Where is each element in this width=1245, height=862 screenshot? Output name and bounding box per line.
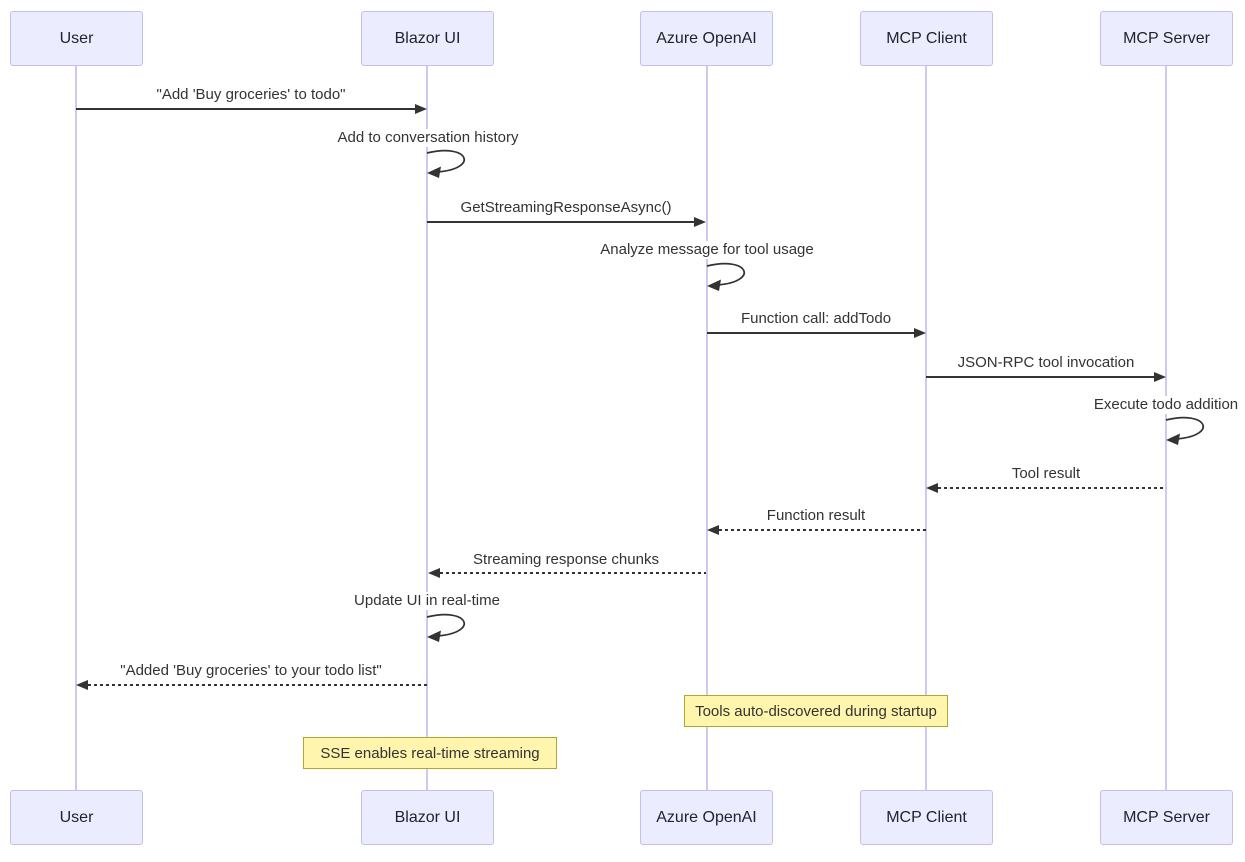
- lifeline-mcp-server: [1165, 66, 1167, 790]
- arrowhead-right-icon: [694, 217, 706, 227]
- actor-label: Azure OpenAI: [656, 29, 757, 47]
- self-loop-arrow-icon: [426, 613, 465, 642]
- message-label-execute-todo: Execute todo addition: [1091, 396, 1241, 414]
- message-line: [719, 529, 926, 531]
- actor-top-user: User: [10, 11, 143, 66]
- message-line: [440, 572, 706, 574]
- arrowhead-left-icon: [926, 483, 938, 493]
- actor-label: MCP Client: [886, 29, 967, 47]
- lifeline-azure-openai: [706, 66, 708, 790]
- actor-bottom-azure-openai: Azure OpenAI: [640, 790, 773, 845]
- arrowhead-left-icon: [428, 568, 440, 578]
- note-sse-streaming: SSE enables real-time streaming: [303, 737, 557, 769]
- message-label-add-history: Add to conversation history: [335, 129, 521, 147]
- message-label-update-ui: Update UI in real-time: [352, 592, 502, 610]
- arrowhead-right-icon: [415, 104, 427, 114]
- message-line: [427, 221, 696, 223]
- arrowhead-right-icon: [1154, 372, 1166, 382]
- arrowhead-left-icon: [76, 680, 88, 690]
- message-label-tool-result: Tool result: [1009, 465, 1083, 483]
- lifeline-blazor-ui: [426, 66, 428, 790]
- message-line: [76, 108, 417, 110]
- message-label-add-todo-request: "Add 'Buy groceries' to todo": [154, 86, 348, 104]
- note-label: SSE enables real-time streaming: [320, 744, 540, 762]
- actor-label: Azure OpenAI: [656, 808, 757, 826]
- actor-label: Blazor UI: [394, 29, 461, 47]
- message-label-function-result: Function result: [764, 507, 868, 525]
- message-label-jsonrpc-invocation: JSON-RPC tool invocation: [955, 354, 1137, 372]
- actor-top-mcp-server: MCP Server: [1100, 11, 1233, 66]
- self-loop-arrow-icon: [706, 262, 745, 291]
- actor-label: MCP Server: [1123, 808, 1210, 826]
- actor-top-azure-openai: Azure OpenAI: [640, 11, 773, 66]
- actor-bottom-mcp-client: MCP Client: [860, 790, 993, 845]
- note-label: Tools auto-discovered during startup: [695, 702, 937, 720]
- actor-label: Blazor UI: [394, 808, 461, 826]
- self-loop-arrow-icon: [1165, 416, 1204, 445]
- self-loop-arrow-icon: [426, 149, 465, 178]
- actor-label: MCP Client: [886, 808, 967, 826]
- message-label-added-todo-response: "Added 'Buy groceries' to your todo list…: [118, 662, 384, 680]
- message-label-function-call: Function call: addTodo: [738, 310, 894, 328]
- actor-top-mcp-client: MCP Client: [860, 11, 993, 66]
- message-line: [707, 332, 916, 334]
- actor-bottom-blazor-ui: Blazor UI: [361, 790, 494, 845]
- message-label-streaming-chunks: Streaming response chunks: [471, 551, 661, 569]
- message-line: [88, 684, 427, 686]
- actor-label: User: [59, 808, 94, 826]
- lifeline-mcp-client: [925, 66, 927, 790]
- message-line: [926, 376, 1155, 378]
- lifeline-user: [75, 66, 77, 790]
- actor-label: User: [59, 29, 94, 47]
- message-label-analyze-message: Analyze message for tool usage: [598, 241, 816, 259]
- arrowhead-left-icon: [707, 525, 719, 535]
- message-line: [938, 487, 1166, 489]
- actor-top-blazor-ui: Blazor UI: [361, 11, 494, 66]
- message-label-get-streaming: GetStreamingResponseAsync(): [458, 199, 674, 217]
- note-tools-autodiscovered: Tools auto-discovered during startup: [684, 695, 948, 727]
- actor-bottom-mcp-server: MCP Server: [1100, 790, 1233, 845]
- actor-bottom-user: User: [10, 790, 143, 845]
- actor-label: MCP Server: [1123, 29, 1210, 47]
- arrowhead-right-icon: [914, 328, 926, 338]
